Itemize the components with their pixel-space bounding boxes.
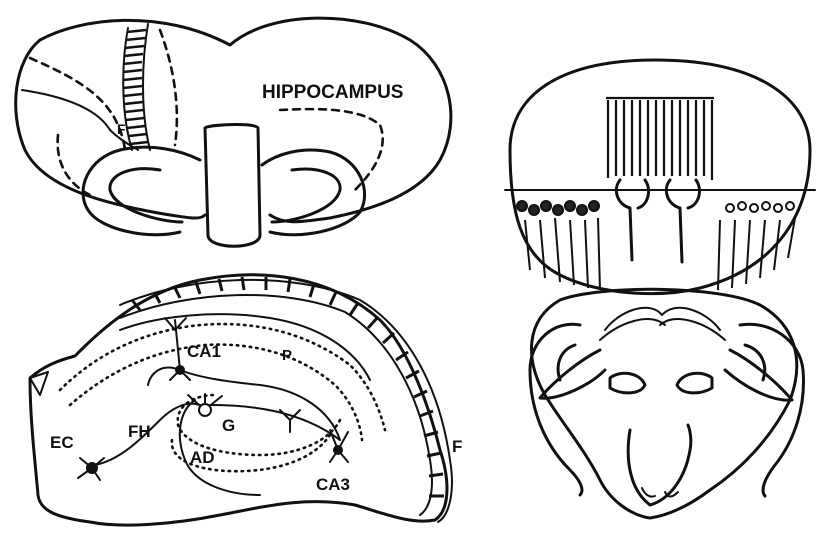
- left-eye: [610, 373, 645, 393]
- forehead-lines: [600, 308, 725, 340]
- inset-large-cell-right: [666, 180, 699, 262]
- hippocampus-section-diagram: CA1 P EC FH G AD CA3 F: [30, 275, 462, 525]
- ram-head-illustration: [505, 60, 815, 518]
- hatched-band-right: [143, 24, 150, 150]
- right-hippocampus-curve: [262, 150, 365, 235]
- label-fh: FH: [128, 422, 151, 441]
- label-ad: AD: [190, 448, 215, 467]
- right-ear: [725, 350, 792, 400]
- hippocampus-title: HIPPOCAMPUS: [262, 82, 403, 103]
- label-g: G: [222, 416, 235, 435]
- ec-neuron: [78, 458, 104, 480]
- inset-circle: [510, 60, 810, 294]
- muzzle: [628, 425, 691, 505]
- dashed-contour-right: [280, 109, 383, 190]
- section-outer-outline: [30, 275, 447, 525]
- inset-cell-row: [517, 201, 794, 215]
- fimbria-outer: [120, 280, 452, 522]
- inner-fold-line: [22, 90, 138, 150]
- label-ca3: CA3: [316, 475, 350, 494]
- label-ec: EC: [50, 433, 74, 452]
- fimbria-inner: [120, 295, 432, 515]
- left-ear: [540, 350, 605, 398]
- left-hippocampus-curve: [83, 147, 200, 235]
- schaffer-path: [148, 368, 340, 440]
- basket-cell: [280, 410, 300, 432]
- inset-columns: [606, 98, 714, 180]
- midline-column: [205, 125, 260, 247]
- brain-outline-diagram: HIPPOCAMPUS F: [16, 18, 451, 246]
- brain-outer-outline: [16, 18, 451, 222]
- dashed-contour-upper: [160, 30, 177, 145]
- right-eye: [677, 373, 712, 393]
- label-p: P: [282, 347, 292, 364]
- inset-large-cell-left: [616, 180, 648, 260]
- fornix-label-top: F: [117, 121, 126, 137]
- label-f: F: [452, 437, 462, 456]
- label-ca1: CA1: [187, 342, 221, 361]
